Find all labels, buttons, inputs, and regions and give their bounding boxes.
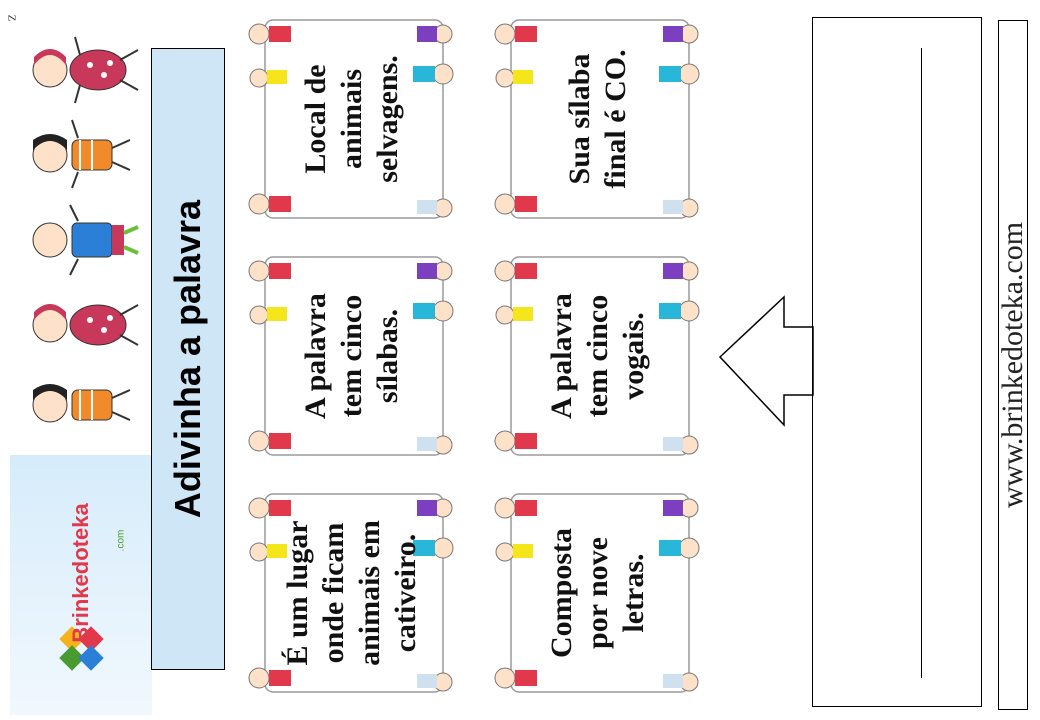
clue-text: Sua sílaba final é CO. xyxy=(563,49,632,189)
clue-card: É um lugar onde ficam animais em cativei… xyxy=(237,482,467,704)
kid-girl-icon xyxy=(32,304,139,346)
clue-card: Composta por nove letras. xyxy=(483,482,713,704)
corner-mark: Z xyxy=(5,14,18,22)
card-frame xyxy=(494,493,700,693)
clue-card: Local de animais selvagens. xyxy=(237,8,467,230)
title-banner: Adivinha a palavra xyxy=(151,48,225,670)
clue-card: A palavra tem cinco vogais. xyxy=(483,245,713,467)
clue-card: Sua sílaba final é CO. xyxy=(483,8,713,230)
answer-box[interactable] xyxy=(812,17,982,707)
kid-boy-icon xyxy=(32,119,131,189)
card-frame xyxy=(494,256,700,456)
kid-girl-icon xyxy=(32,36,139,104)
brinkedoteka-logo-icon xyxy=(59,626,104,671)
kid-frame-icon xyxy=(494,497,700,692)
kid-frame-icon xyxy=(248,497,454,692)
kid-frame-icon xyxy=(494,23,700,218)
logo-suffix: .com xyxy=(115,529,127,552)
kid-frame-icon xyxy=(248,260,454,455)
card-frame xyxy=(248,493,454,693)
kid-boy-icon xyxy=(32,384,131,423)
clue-card: A palavra tem cinco sílabas. xyxy=(237,245,467,467)
clue-text: A palavra tem cinco sílabas. xyxy=(299,293,404,419)
card-frame xyxy=(494,19,700,219)
brinkedoteka-logo: Brinkedoteka .com xyxy=(10,455,152,715)
left-arrow-icon xyxy=(718,295,814,427)
logo-name: Brinkedoteka xyxy=(68,503,93,643)
clue-text: Composta por nove letras. xyxy=(545,528,650,659)
page-title: Adivinha a palavra xyxy=(167,199,208,519)
kid-frame-icon xyxy=(494,260,700,455)
card-frame xyxy=(248,256,454,456)
clue-text: A palavra tem cinco vogais. xyxy=(545,293,650,419)
clue-text: Local de animais selvagens. xyxy=(299,55,404,183)
kid-frame-icon xyxy=(248,23,454,218)
answer-line xyxy=(921,48,922,678)
website-url: www.brinkedoteka.com xyxy=(996,221,1029,509)
kid-blue-boy-icon xyxy=(32,204,139,276)
clue-text: É um lugar onde ficam animais em cativei… xyxy=(281,520,422,666)
kids-illustration xyxy=(32,36,139,423)
card-frame xyxy=(248,19,454,219)
website-footer: www.brinkedoteka.com xyxy=(996,20,1029,710)
